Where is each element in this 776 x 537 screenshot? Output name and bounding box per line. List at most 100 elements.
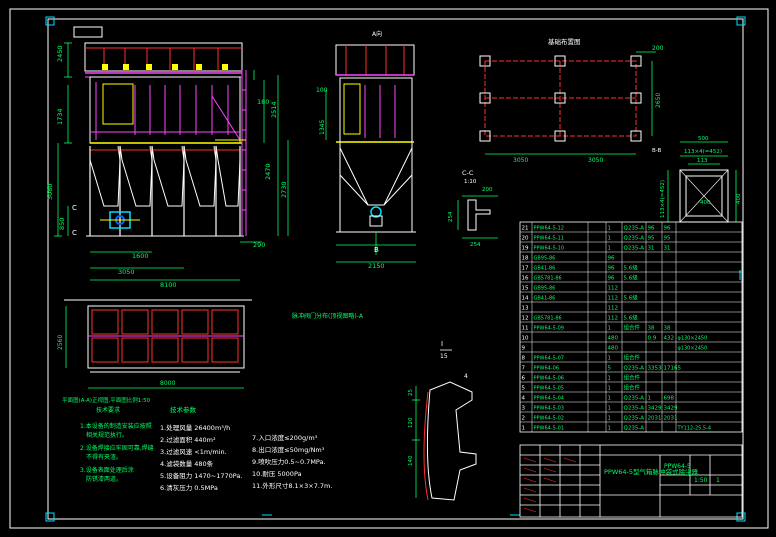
bom-cell-code: PPW64-5-07 [534, 356, 565, 362]
bom-cell-no: 1 [522, 426, 526, 432]
bom-cell-qty: 1 [608, 326, 612, 332]
bom-cell-no: 15 [522, 286, 529, 292]
bom-cell-no: 14 [522, 296, 529, 302]
detail-dim-2: 25 [408, 389, 414, 396]
bom-cell-mat: Q235-A [624, 236, 645, 242]
bom-cell-no: 20 [522, 236, 529, 242]
bom-cell-w2: 31 [664, 246, 671, 252]
bb-dim-6: 400 [736, 193, 742, 204]
bom-cell-mat: 5.6级 [624, 264, 639, 272]
bom-cell-no: 13 [522, 306, 529, 312]
bb-dim-3: 113 [697, 158, 708, 164]
bom-cell-no: 11 [522, 326, 529, 332]
tech-notes: 技术要求 1.本设备的制造安装应按照 相关规范执行。 2.设备焊接应牢固可靠,焊… [80, 406, 154, 483]
spec-7: 7.入口浓度≤200g/m³ [252, 433, 318, 442]
bom-cell-code: PPW64-5-02 [534, 416, 565, 422]
bom-cell-no: 9 [522, 346, 526, 352]
spec-1: 1.处理风量 26400m³/h [160, 423, 230, 432]
bom-cell-mat: Q235-A [624, 396, 645, 402]
bom-cell-qty: 1 [608, 376, 612, 382]
dim-right-1: 180 [257, 98, 269, 106]
spec-4: 4.滤袋数量 480条 [160, 459, 214, 468]
dim-left-3: 850 [58, 218, 66, 230]
dim-right-3: 2470 [264, 163, 272, 180]
side-view-label: A向 [372, 30, 382, 38]
drawing-scale: 1:50 [694, 477, 708, 484]
spec-11: 11.外形尺寸8.1×3×7.7m. [252, 481, 332, 490]
drawing-no: PPW64-5 [664, 463, 691, 470]
bom-cell-qty: 112 [608, 306, 619, 312]
bom-cell-qty: 480 [608, 346, 619, 352]
front-view-dim-text: 2450 1734 3080 850 180 2514 2470 2730 16… [46, 45, 288, 289]
spec-2: 2.过滤面积 440m² [160, 435, 216, 444]
bom-cell-no: 2 [522, 416, 526, 422]
svg-text:C: C [72, 229, 77, 237]
bom-cell-mat: 组合件 [624, 384, 641, 392]
notes-line-2: 相关规范执行。 [86, 431, 128, 439]
notes-line-4: 不得有夹渣。 [86, 453, 122, 461]
notes-line-5: 3.设备表面处理后涂 [80, 466, 134, 474]
bom-cell-code: GB41-86 [534, 296, 556, 302]
bom-cell-code: PPW64-5-05 [534, 386, 565, 392]
bom-cell-qty: 480 [608, 336, 619, 342]
specs-title: 技术参数 [170, 405, 197, 414]
section-cc-dim-2: 254 [448, 211, 454, 222]
bom-cell-mat: Q235-A [624, 366, 645, 372]
bom-cell-mat: 5.6级 [624, 314, 639, 322]
bom-cell-w2: 698 [664, 396, 675, 402]
bom-cell-qty: 5 [608, 366, 612, 372]
bom-cell-w2: 2031 [664, 416, 678, 422]
bom-cell-w1: 3429 [648, 406, 662, 412]
bom-cell-code: GB5781-86 [534, 316, 562, 322]
tech-specs: 技术参数 1.处理风量 26400m³/h 2.过滤面积 440m² 3.过滤风… [160, 405, 332, 492]
title-block [519, 444, 743, 518]
spec-9: 9.喷吹压力0.5~0.7MPa. [252, 457, 326, 466]
dim-left-2: 3080 [46, 183, 54, 200]
notes-title: 技术要求 [96, 406, 120, 414]
bom-border [519, 221, 743, 433]
bom-cell-qty: 1 [608, 226, 612, 232]
bom-cell-code: GB95-86 [534, 256, 556, 262]
detail-dim-1: 4 [464, 373, 468, 380]
bom-cell-no: 4 [522, 396, 526, 402]
bottom-dim-2: 8000 [160, 380, 175, 387]
bb-dim-4: 400 [700, 200, 711, 206]
bom-cell-note: TY112-25.5-4 [677, 426, 712, 432]
notes-line-6: 防锈漆两道。 [86, 475, 122, 483]
bom-cell-code: PPW64-06 [534, 366, 560, 372]
detail-i [412, 349, 477, 501]
section-cc-dim-3: 254 [470, 242, 481, 248]
bom-cell-qty: 1 [608, 356, 612, 362]
bom-cell-w2: 3429 [664, 406, 678, 412]
bom-cell-w1: 38 [648, 326, 655, 332]
side-dim-3: 2150 [368, 262, 385, 270]
side-view-dims [325, 90, 416, 263]
detail-dim-3: 120 [408, 417, 414, 428]
bom-cell-qty: 1 [608, 426, 612, 432]
section-cc-dim-1: 200 [482, 187, 493, 193]
bom-cell-no: 19 [522, 246, 529, 252]
bom-cell-qty: 96 [608, 276, 615, 282]
spec-5: 5.设备阻力 1470~1770Pa. [160, 471, 242, 480]
bom-cell-code: PPW64-5-09 [534, 326, 565, 332]
bom-cell-qty: 1 [608, 416, 612, 422]
bom-cell-w2: 38 [664, 326, 671, 332]
bottom-view [64, 299, 252, 389]
bom-cell-mat: 组合件 [624, 324, 641, 332]
section-cc-scale: 1:10 [464, 179, 477, 185]
bom-cell-w2: 95 [664, 236, 671, 242]
bom-cell-code: PPW64-5-10 [534, 246, 565, 252]
plan-dim-2: 2650 [655, 93, 662, 108]
bom-cell-no: 3 [522, 406, 526, 412]
bom-cell-code: PPW64-5-01 [534, 426, 565, 432]
dim-bottom-1: 1600 [132, 252, 149, 260]
bom-cell-code: GB41-86 [534, 266, 556, 272]
dim-left-1: 1734 [56, 108, 64, 125]
bom-cell-qty: 1 [608, 386, 612, 392]
bom-cell-qty: 1 [608, 246, 612, 252]
spec-10: 10.耐压 5000Pa [252, 470, 302, 478]
bom-cell-no: 10 [522, 336, 529, 342]
svg-text:C: C [72, 204, 77, 212]
bottom-caption: 平面图(A-A)正视图,平面图比例1:50 [62, 396, 151, 404]
